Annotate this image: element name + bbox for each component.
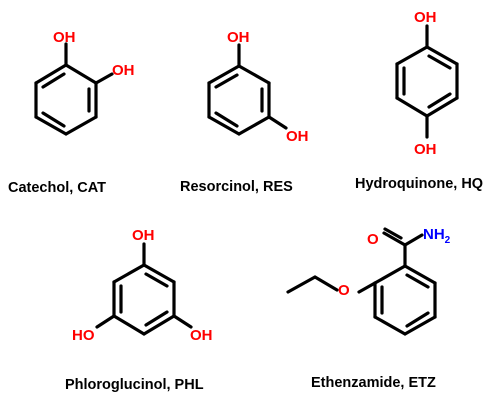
ethenzamide-ether-o-label: O	[338, 282, 350, 299]
resorcinol-oh-label-2: OH	[286, 128, 309, 145]
molecule-resorcinol: OH OH Resorcinol, RES	[180, 29, 309, 195]
resorcinol-bonds	[207, 43, 288, 136]
catechol-caption: Catechol, CAT	[8, 180, 106, 196]
molecule-ethenzamide: O NH2 O Ethenzamide, ETZ	[286, 226, 451, 391]
ethenzamide-bonds	[286, 227, 437, 336]
phloroglucinol-oh-label-top: OH	[132, 227, 155, 244]
catechol-oh-label-1: OH	[53, 29, 76, 46]
catechol-oh-label-2: OH	[112, 62, 135, 79]
phloroglucinol-ho-label-left: HO	[72, 327, 95, 344]
hydroquinone-caption: Hydroquinone, HQ	[355, 176, 483, 192]
ethenzamide-carbonyl-o-label: O	[367, 231, 379, 248]
resorcinol-oh-label-1: OH	[227, 29, 250, 46]
hydroquinone-oh-label-1: OH	[414, 9, 437, 26]
phloroglucinol-caption: Phloroglucinol, PHL	[65, 377, 204, 393]
hydroquinone-bonds	[395, 24, 459, 139]
molecule-phloroglucinol: OH HO OH Phloroglucinol, PHL	[65, 227, 213, 393]
hydroquinone-oh-label-2: OH	[414, 141, 437, 158]
molecule-catechol: OH OH Catechol, CAT	[8, 29, 135, 196]
ethenzamide-nh-subscript: 2	[445, 235, 451, 246]
ethenzamide-caption: Ethenzamide, ETZ	[311, 375, 436, 391]
phloroglucinol-bonds	[95, 242, 193, 336]
ethenzamide-nh-text: NH	[423, 226, 445, 243]
ethenzamide-amide-label: NH2	[423, 226, 451, 246]
molecule-hydroquinone: OH OH Hydroquinone, HQ	[355, 9, 483, 192]
catechol-bonds	[34, 42, 114, 136]
resorcinol-caption: Resorcinol, RES	[180, 179, 293, 195]
phloroglucinol-oh-label-right: OH	[190, 327, 213, 344]
